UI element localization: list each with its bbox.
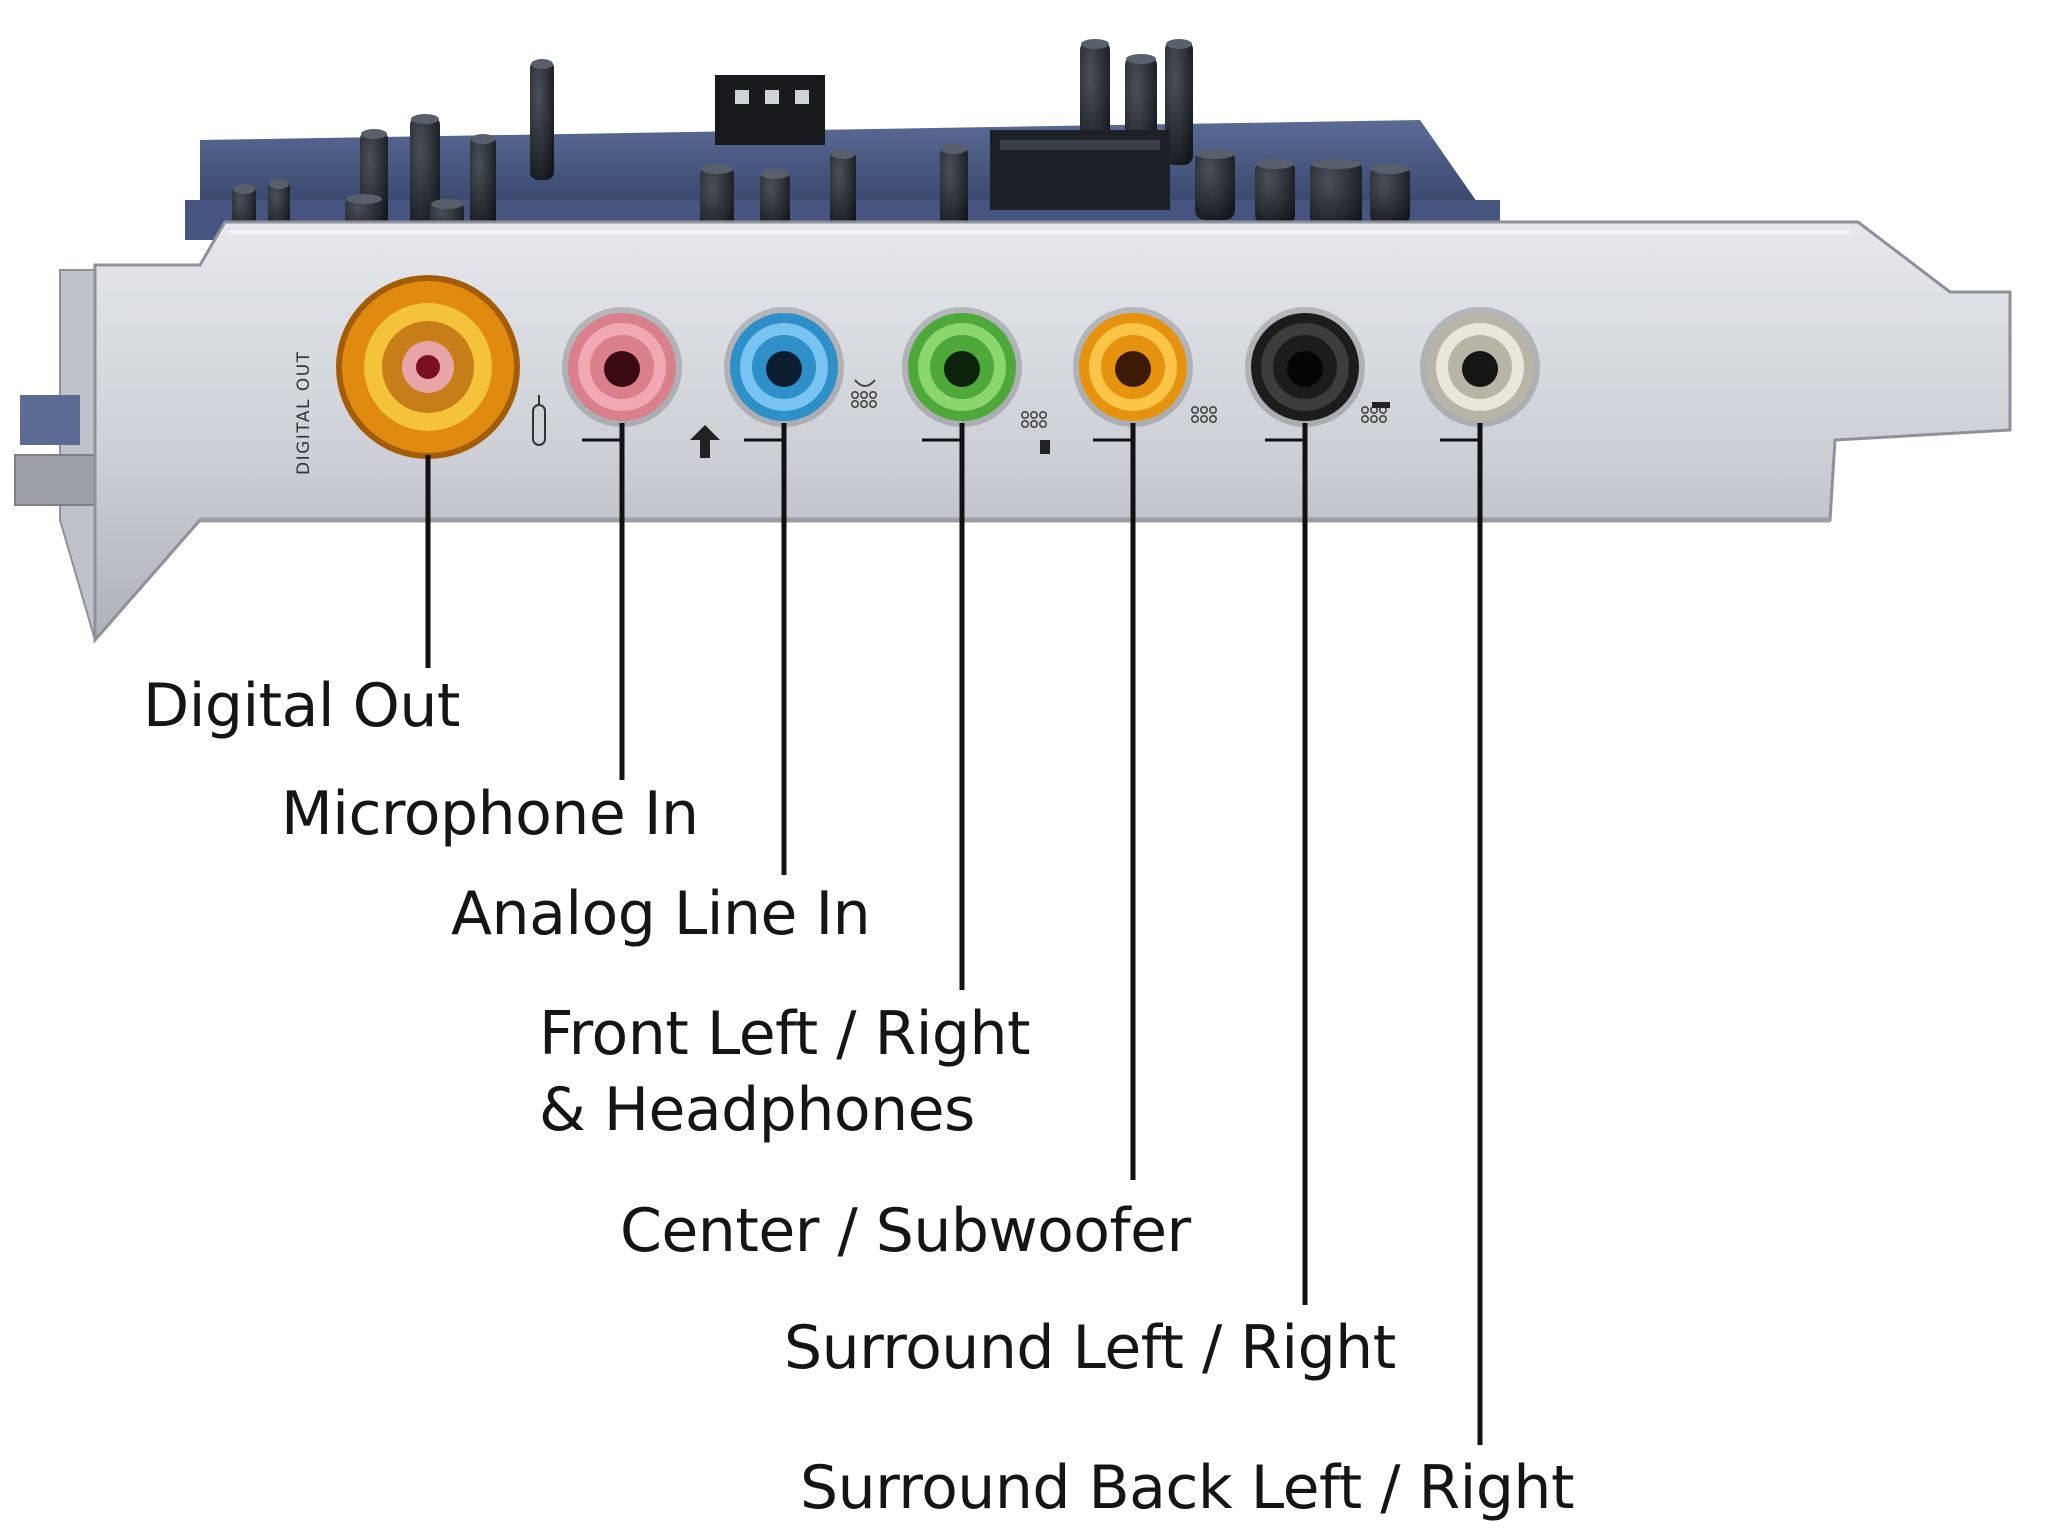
line-in-icon-base [700,440,710,458]
capacitor [1255,160,1295,225]
capacitor [940,145,968,230]
bracket-tab [15,270,95,640]
bracket-tab-foot [15,455,95,505]
ic-chip [715,75,825,145]
capacitor-top [1081,39,1109,49]
ic-pin [795,90,809,104]
capacitor-top [1126,54,1156,64]
label-center-subwoofer: Center / Subwoofer [620,1195,1191,1267]
surround-back-left-right-socket [1462,351,1498,387]
capacitor [470,135,496,230]
label-surround-back-left-right: Surround Back Left / Right [800,1452,1574,1524]
surround-back-marker-icon [1372,402,1390,408]
front-left-right-socket [944,351,980,387]
capacitor-top [269,179,289,189]
capacitor-top [1166,39,1192,49]
capacitor-top [346,194,382,204]
capacitor-top [761,169,789,179]
capacitor-top [1196,149,1234,159]
label-microphone-in: Microphone In [281,778,699,850]
label-surround-left-right: Surround Left / Right [784,1312,1396,1384]
capacitor [530,60,554,180]
capacitor-top [411,114,439,124]
label-digital-out: Digital Out [143,670,460,742]
ic-pin [765,90,779,104]
label-front-left-right: Front Left / Right [539,996,1030,1072]
capacitor-top [701,164,733,174]
capacitor-top [233,184,255,194]
surround-left-right-socket [1287,351,1323,387]
label-analog-line-in: Analog Line In [451,878,870,950]
analog-line-in-socket [766,351,802,387]
center-subwoofer-socket [1115,351,1151,387]
digital-out-pin [416,355,440,379]
bracket-tab-slot [20,395,80,445]
capacitor-top [831,149,855,159]
capacitor-top [431,199,463,209]
capacitor [1195,150,1235,220]
microphone-in-socket [604,351,640,387]
capacitor-top [1256,159,1294,169]
capacitor-top [1311,159,1361,169]
capacitor [1310,160,1362,230]
capacitor-top [1371,164,1409,174]
capacitor-top [361,129,387,139]
digital-out-print: DIGITAL OUT [294,350,314,475]
ic-pin [735,90,749,104]
dsp-chip-pins [1000,140,1160,150]
label-front-headphones: & Headphones [539,1072,975,1148]
capacitor-top [531,59,553,69]
capacitor [830,150,856,230]
capacitor-top [471,134,495,144]
digital-out-bracket-text: DIGITAL OUT [294,350,314,475]
capacitor-top [941,144,967,154]
subwoofer-icon [1040,440,1050,454]
